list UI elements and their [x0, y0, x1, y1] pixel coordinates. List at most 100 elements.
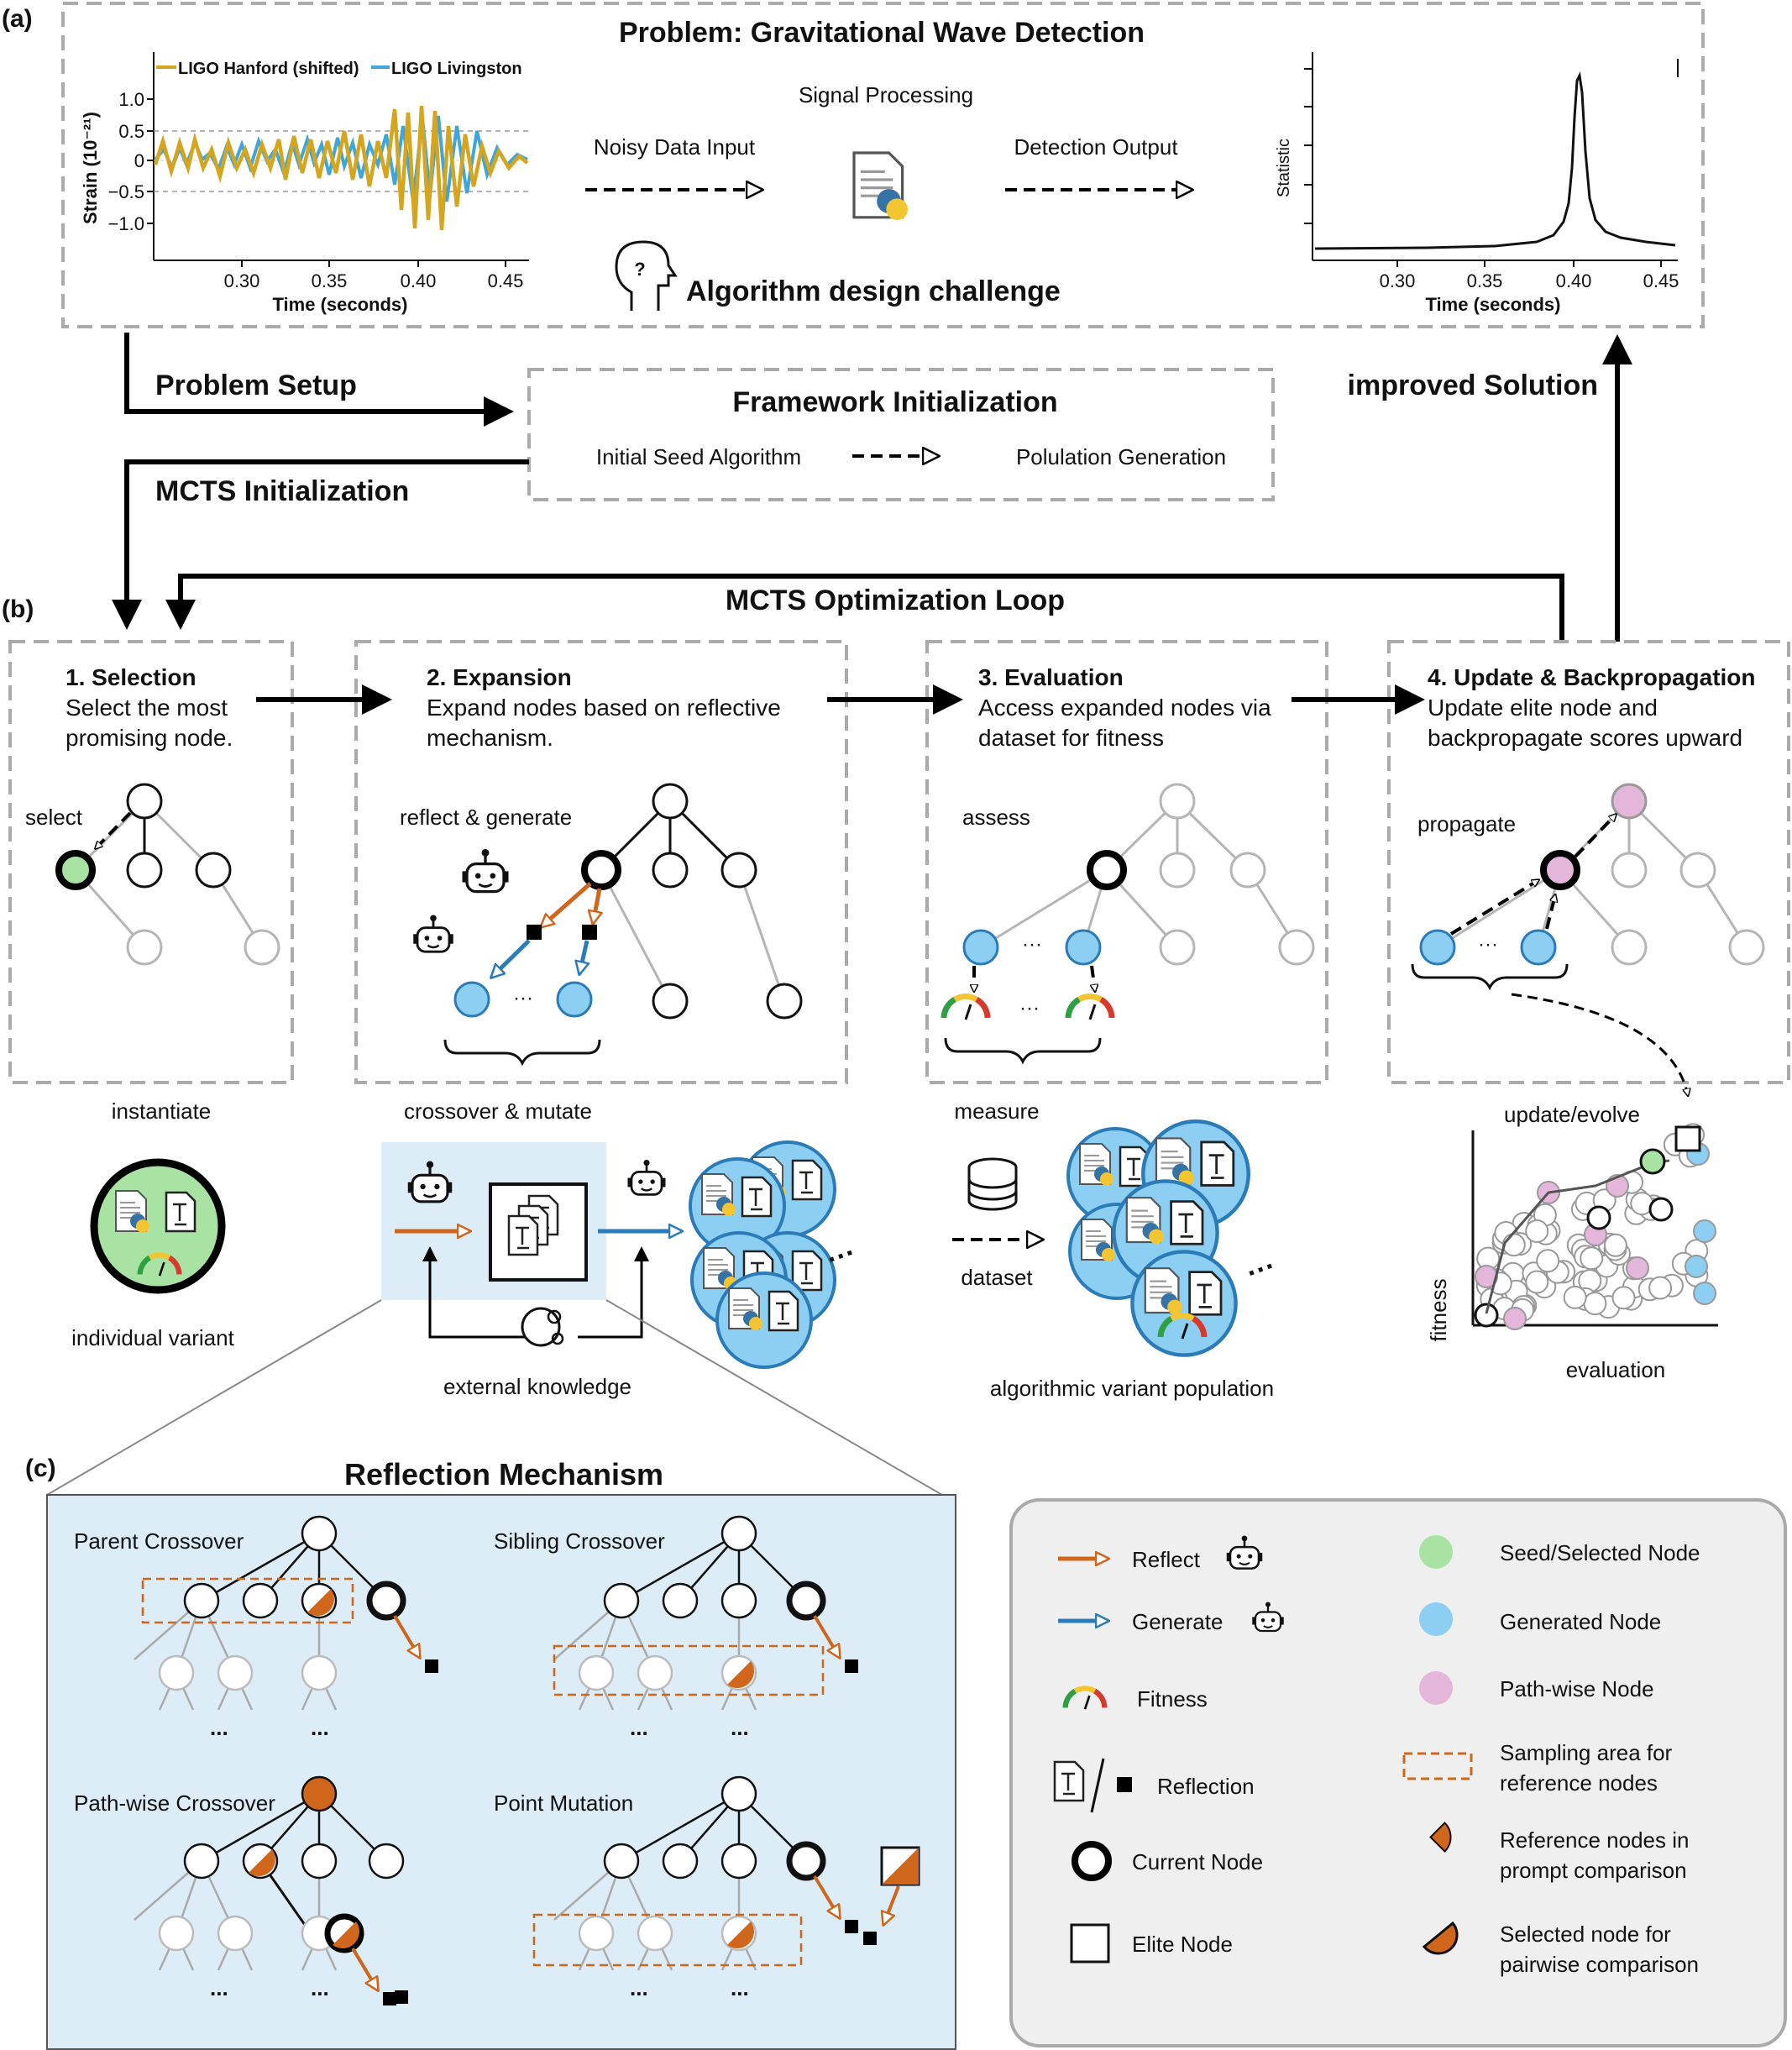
step2-title: 2. Expansion — [427, 664, 572, 690]
seed-label: Initial Seed Algorithm — [596, 444, 801, 469]
scatter-highlight-point — [1586, 1205, 1611, 1230]
statistic-curve — [1314, 71, 1676, 250]
scatter-ylabel: fitness — [1426, 1278, 1451, 1341]
scatter-point — [1563, 1285, 1587, 1309]
legend-reference-wedge — [1429, 1822, 1452, 1853]
svg-text:···: ··· — [1019, 997, 1040, 1020]
strain-xtick-label: 0.35 — [312, 270, 348, 291]
svg-text:?: ? — [634, 259, 645, 280]
scatter-point — [1648, 1276, 1673, 1300]
reflection-title: Reflection Mechanism — [344, 1457, 663, 1492]
python-script-icon — [852, 151, 909, 222]
population-label: Polulation Generation — [1016, 444, 1226, 469]
strain-xlabel: Time (seconds) — [273, 294, 408, 315]
pathwise-crossover-tree: ...... — [134, 1775, 405, 2005]
scatter-highlight-point — [1474, 1303, 1499, 1328]
strain-ytick-label: −1.0 — [108, 213, 144, 234]
expansion-tree: ··· — [443, 783, 803, 1067]
legend-elite: Elite Node — [1132, 1932, 1233, 1957]
step1-title: 1. Selection — [65, 664, 196, 690]
legend-sampling-1: Sampling area for — [1500, 1740, 1673, 1765]
zoom-line-right — [605, 1299, 943, 1496]
evaluation-box — [925, 640, 1328, 1084]
scatter-point — [1611, 1286, 1636, 1310]
step4-line1: Update elite node and — [1428, 695, 1658, 721]
legend-selected-1: Selected node for — [1500, 1922, 1671, 1947]
point-mutation-label: Point Mutation — [494, 1790, 633, 1816]
loop-label: MCTS Optimization Loop — [726, 585, 1065, 616]
legend-livingston: LIGO Livingston — [391, 60, 522, 78]
scatter-generated-point — [1685, 1255, 1708, 1278]
zoom-line-left — [46, 1299, 382, 1496]
instantiate-label: instantiate — [112, 1098, 212, 1124]
step3-title: 3. Evaluation — [978, 664, 1124, 690]
scatter-point — [1525, 1219, 1549, 1243]
strain-xtick-label: 0.40 — [401, 270, 437, 291]
svg-text:···: ··· — [1243, 1250, 1281, 1289]
legend-reference-1: Reference nodes in — [1500, 1827, 1689, 1853]
legend-sampling-box — [1402, 1752, 1473, 1780]
strain-xtick-label: 0.45 — [488, 270, 524, 291]
scatter-highlight-point — [1648, 1197, 1674, 1222]
legend-selected-2: pairwise comparison — [1500, 1952, 1699, 1977]
svg-text:...: ... — [731, 1975, 749, 2000]
point-mutation-tree: ...... — [532, 1775, 858, 2000]
head-question-icon: ? — [615, 240, 678, 311]
crossover-mutate-label: crossover & mutate — [404, 1098, 592, 1124]
improved-solution-label: improved Solution — [1348, 370, 1598, 401]
selection-box — [8, 640, 294, 1084]
evaluation-tree: ··· ··· — [944, 783, 1315, 1065]
selected-node — [55, 850, 96, 890]
scatter-point — [1583, 1292, 1607, 1316]
strain-ytick-label: −0.5 — [108, 181, 144, 202]
stat-ylabel: Statistic — [1275, 139, 1293, 197]
challenge-label: Algorithm design challenge — [686, 275, 1061, 307]
svg-text:···: ··· — [1478, 933, 1498, 956]
problem-title: Problem: Gravitational Wave Detection — [619, 17, 1145, 49]
scatter-generated-point — [1693, 1282, 1716, 1305]
framework-box — [527, 368, 1275, 501]
strain-ylabel: Strain (10⁻²¹) — [80, 112, 101, 224]
individual-variant-icon — [90, 1158, 226, 1294]
legend-fitness: Fitness — [1137, 1686, 1208, 1712]
dataset-label: dataset — [961, 1265, 1033, 1290]
backprop-box — [1387, 640, 1790, 1084]
legend-generated: Generated Node — [1500, 1609, 1661, 1634]
step2-line1: Expand nodes based on reflective — [427, 695, 781, 721]
svg-text:···: ··· — [1022, 933, 1042, 956]
knowledge-arrow-right — [578, 1246, 649, 1339]
legend-reflection-doc — [1053, 1760, 1085, 1802]
legend-generated-dot — [1419, 1602, 1453, 1636]
legend-hanford: LIGO Hanford (shifted) — [178, 60, 359, 78]
legend-reflect: Reflect — [1132, 1547, 1201, 1572]
database-icon — [967, 1157, 1018, 1211]
problem-setup-label: Problem Setup — [155, 370, 357, 401]
svg-text:···: ··· — [513, 987, 533, 1009]
step2-line2: mechanism. — [427, 725, 553, 751]
stat-xtick-label: 0.40 — [1556, 270, 1592, 291]
stat-xlabel: Time (seconds) — [1426, 294, 1561, 315]
robot-reflect-icon — [460, 847, 511, 894]
assess-label: assess — [962, 805, 1030, 830]
backprop-tree: ··· — [1411, 783, 1765, 1095]
step1-line2: promising node. — [65, 725, 233, 751]
legend-sampling-2: reference nodes — [1500, 1770, 1658, 1796]
individual-variant-label: individual variant — [71, 1325, 234, 1350]
legend-current: Current Node — [1132, 1849, 1263, 1874]
legend-seed-dot — [1419, 1535, 1453, 1569]
scatter-pathwise-point — [1626, 1256, 1649, 1280]
step4-title: 4. Update & Backpropagation — [1428, 664, 1756, 690]
sibling-crossover-label: Sibling Crossover — [494, 1528, 665, 1554]
evaluated-variants: ··· — [1068, 1121, 1281, 1355]
svg-text:...: ... — [311, 1975, 329, 2000]
reflect-generate-label: reflect & generate — [400, 805, 572, 830]
svg-text:...: ... — [210, 1715, 228, 1740]
selection-tree — [55, 783, 280, 966]
step3-line2: dataset for fitness — [978, 725, 1164, 751]
panel-c-label: (c) — [25, 1455, 56, 1482]
scatter-generated-point — [1693, 1219, 1716, 1243]
hanford-trace — [153, 105, 529, 231]
stat-xtick-label: 0.35 — [1467, 270, 1503, 291]
measure-label: measure — [954, 1098, 1039, 1124]
